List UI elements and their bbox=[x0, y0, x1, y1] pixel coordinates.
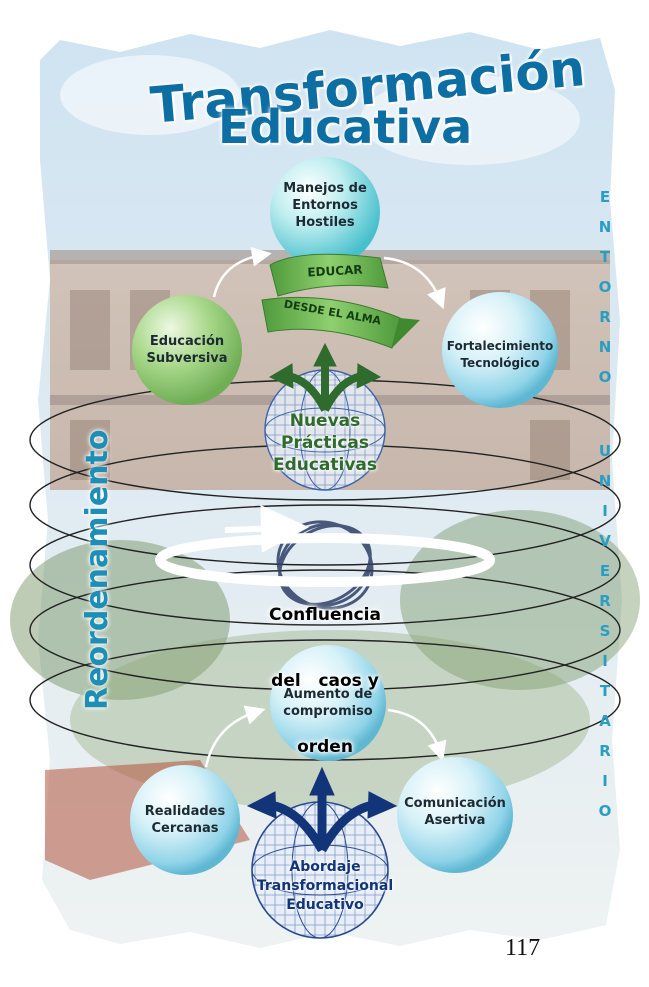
node-comunicacion-asertiva: Comunicación Asertiva bbox=[390, 795, 520, 829]
node-text: Manejos de bbox=[283, 181, 367, 196]
node-text: Comunicación bbox=[404, 796, 506, 811]
side-letter: V bbox=[599, 532, 611, 550]
node-text: del caos y bbox=[271, 671, 379, 691]
side-letter: E bbox=[599, 562, 611, 580]
page-number: 117 bbox=[505, 935, 541, 961]
node-text: Abordaje bbox=[289, 859, 361, 875]
side-letter: I bbox=[602, 772, 608, 790]
node-text: Realidades bbox=[144, 804, 226, 819]
side-letter: U bbox=[598, 442, 612, 460]
side-letter: O bbox=[598, 368, 612, 386]
side-letter: T bbox=[599, 248, 611, 266]
side-letter: O bbox=[598, 802, 612, 820]
node-text: Nuevas bbox=[289, 411, 361, 431]
title-line2: Educativa bbox=[218, 100, 473, 154]
side-letter: E bbox=[599, 188, 611, 206]
node-text: Hostiles bbox=[295, 215, 355, 230]
side-letter: N bbox=[598, 218, 612, 236]
node-confluencia-caos-orden: Confluencia del caos y orden bbox=[235, 560, 415, 780]
node-text: Prácticas bbox=[280, 433, 369, 453]
node-text: Educación bbox=[149, 334, 225, 349]
node-fortalecimiento-tecnologico: Fortalecimiento Tecnológico bbox=[430, 338, 570, 372]
node-text: Subversiva bbox=[146, 351, 228, 366]
node-text: Asertiva bbox=[424, 813, 486, 828]
side-letter: R bbox=[599, 592, 611, 610]
node-text: Educativas bbox=[272, 455, 378, 475]
node-text: Aumento de bbox=[283, 687, 373, 702]
side-letter: I bbox=[602, 502, 608, 520]
node-text: orden bbox=[297, 737, 353, 757]
node-nuevas-practicas-educativas: Nuevas Prácticas Educativas bbox=[255, 410, 395, 476]
side-letter: R bbox=[599, 308, 611, 326]
side-letter: R bbox=[599, 742, 611, 760]
node-text: Cercanas bbox=[151, 821, 219, 836]
side-letter: T bbox=[599, 682, 611, 700]
node-aumento-compromiso: Aumento de compromiso bbox=[263, 686, 393, 720]
side-letter: A bbox=[599, 712, 611, 730]
node-text: Educativo bbox=[286, 897, 364, 913]
node-text: Entornos bbox=[292, 198, 358, 213]
side-label-reordenamiento: Reordenamiento bbox=[80, 429, 115, 710]
side-letter: N bbox=[598, 472, 612, 490]
node-educacion-subversiva: Educación Subversiva bbox=[127, 333, 247, 367]
node-text: compromiso bbox=[283, 704, 373, 719]
node-text: Tecnológico bbox=[460, 356, 540, 370]
node-realidades-cercanas: Realidades Cercanas bbox=[125, 803, 245, 837]
side-letter: S bbox=[599, 622, 611, 640]
side-letter: N bbox=[598, 338, 612, 356]
node-manejos-entornos-hostiles: Manejos de Entornos Hostiles bbox=[265, 180, 385, 231]
node-text: Fortalecimiento bbox=[446, 339, 554, 353]
node-abordaje-transformacional-educativo: Abordaje Transformacional Educativo bbox=[240, 858, 410, 915]
node-text: Transformacional bbox=[256, 878, 394, 894]
side-letter: O bbox=[598, 278, 612, 296]
node-text: Confluencia bbox=[269, 605, 381, 625]
side-letter: I bbox=[602, 652, 608, 670]
